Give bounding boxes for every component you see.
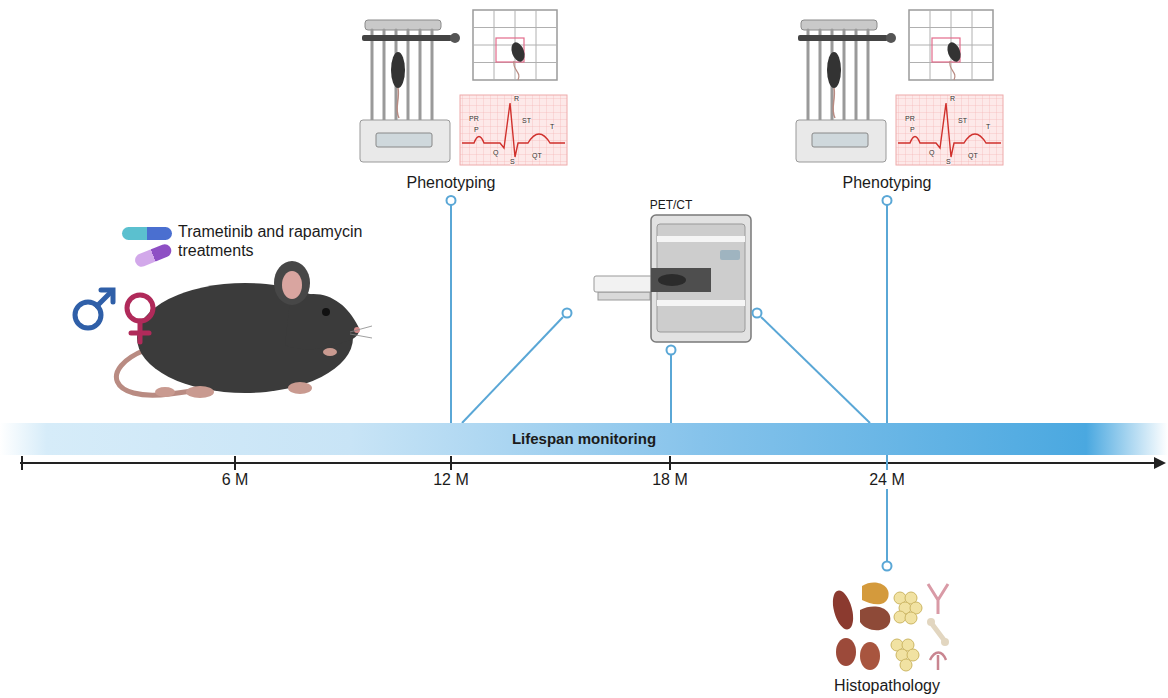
ecg-wave-label: S — [946, 158, 951, 165]
ecg-wave-label: PR — [469, 115, 479, 122]
ecg-wave-label: ST — [522, 117, 531, 124]
organ-illustrations — [891, 592, 922, 671]
stage-label: Phenotyping — [839, 174, 936, 192]
ecg-wave-label: ST — [958, 117, 967, 124]
pet-ct-scanner — [594, 215, 751, 342]
stage-title: Histopathology — [834, 677, 940, 695]
pet-ct-scanner — [720, 250, 740, 260]
pet-ct-scanner — [651, 268, 711, 292]
timeline-band: Lifespan monitoring — [0, 423, 1168, 455]
pill-icons — [122, 227, 172, 240]
timeline-axis — [20, 462, 1156, 464]
tick-label: 24 M — [866, 470, 908, 489]
tick-label: 12 M — [430, 470, 472, 489]
ecg-wave-label: Q — [929, 149, 934, 156]
stage-label: Phenotyping — [403, 174, 500, 192]
organ-illustrations — [927, 618, 935, 626]
ecg-wave-label: R — [950, 95, 955, 102]
organ-illustrations — [930, 653, 946, 671]
timeline-connector — [886, 200, 888, 423]
mouse-illustration — [116, 261, 372, 398]
band-title: Lifespan monitoring — [512, 430, 656, 447]
organ-illustrations — [860, 606, 890, 630]
organ-illustrations — [941, 638, 949, 646]
ecg-wave-label: QT — [968, 152, 978, 159]
mouse-illustration — [186, 386, 214, 398]
mouse-illustration — [350, 326, 372, 332]
organ-illustrations — [862, 583, 889, 605]
organ-illustrations — [829, 583, 949, 671]
mouse-illustration — [274, 261, 310, 305]
pill-icons — [122, 227, 173, 269]
timeline-connector — [450, 200, 452, 423]
histopathology-stage: Histopathology — [822, 572, 952, 695]
ecg-wave-label: S — [510, 158, 515, 165]
leader-line — [462, 309, 870, 424]
mouse-illustration — [155, 387, 175, 397]
pet-ct-scanner — [651, 215, 751, 342]
mouse-illustration — [350, 334, 372, 338]
organ-illustrations — [860, 642, 880, 670]
ecg-wave-label: P — [910, 126, 915, 133]
ecg-wave-label: Q — [493, 149, 498, 156]
phenotyping-icons — [360, 10, 567, 165]
organ-illustrations — [894, 611, 906, 623]
tick-label: 6 M — [219, 470, 252, 489]
sex-symbols — [131, 331, 149, 336]
ecg-wave-label: PR — [905, 115, 915, 122]
pill-icons — [133, 242, 173, 268]
phenotyping-icons — [796, 10, 1003, 165]
tick-label: 18 M — [649, 470, 691, 489]
organ-illustrations — [928, 584, 948, 614]
pet-ct-scanner — [594, 276, 656, 292]
pet-ct-scanner — [657, 236, 745, 242]
organ-illustrations — [836, 638, 856, 666]
mouse-illustration — [323, 348, 337, 356]
ecg-wave-label: T — [550, 123, 554, 130]
timeline-axis — [450, 456, 452, 470]
pet-ct-scanner — [658, 274, 686, 286]
sex-symbols — [97, 291, 112, 306]
ecg-wave-label: T — [986, 123, 990, 130]
mouse-illustration — [350, 326, 372, 338]
imaging-stage: PET/CT — [588, 199, 754, 342]
phenotyping-icons — [796, 10, 1003, 165]
organ-illustrations — [905, 612, 917, 624]
timeline-axis — [234, 456, 236, 470]
pet-ct-scanner — [598, 292, 650, 300]
stage-title: Phenotyping — [407, 174, 496, 192]
ecg-wave-label: P — [474, 126, 479, 133]
organ-illustrations — [900, 659, 912, 671]
mouse-illustration — [322, 308, 330, 316]
timeline-axis — [669, 456, 671, 470]
organ-illustrations — [932, 624, 944, 640]
treatment-label: Trametinib and rapamycin treatments — [178, 222, 388, 260]
sex-symbols — [75, 290, 153, 342]
timeline-axis — [1154, 457, 1166, 469]
mouse-illustration — [282, 271, 302, 299]
timeline-axis — [20, 456, 1166, 470]
phenotyping-icons — [360, 10, 567, 165]
timeline-axis — [21, 456, 23, 470]
sex-symbols — [127, 295, 153, 321]
leader-line — [753, 309, 762, 318]
mouse-illustration — [288, 382, 312, 394]
ecg-wave-label: R — [514, 95, 519, 102]
timeline-connector — [670, 350, 672, 423]
stage-title: PET/CT — [650, 199, 693, 213]
sex-symbols — [101, 290, 113, 302]
leader-line — [462, 317, 563, 423]
organ-illustrations — [829, 588, 857, 631]
pet-ct-scanner — [657, 300, 745, 306]
leader-line — [563, 309, 572, 318]
stage-title: Phenotyping — [843, 174, 932, 192]
leader-line — [761, 317, 870, 423]
ecg-wave-label: QT — [532, 152, 542, 159]
